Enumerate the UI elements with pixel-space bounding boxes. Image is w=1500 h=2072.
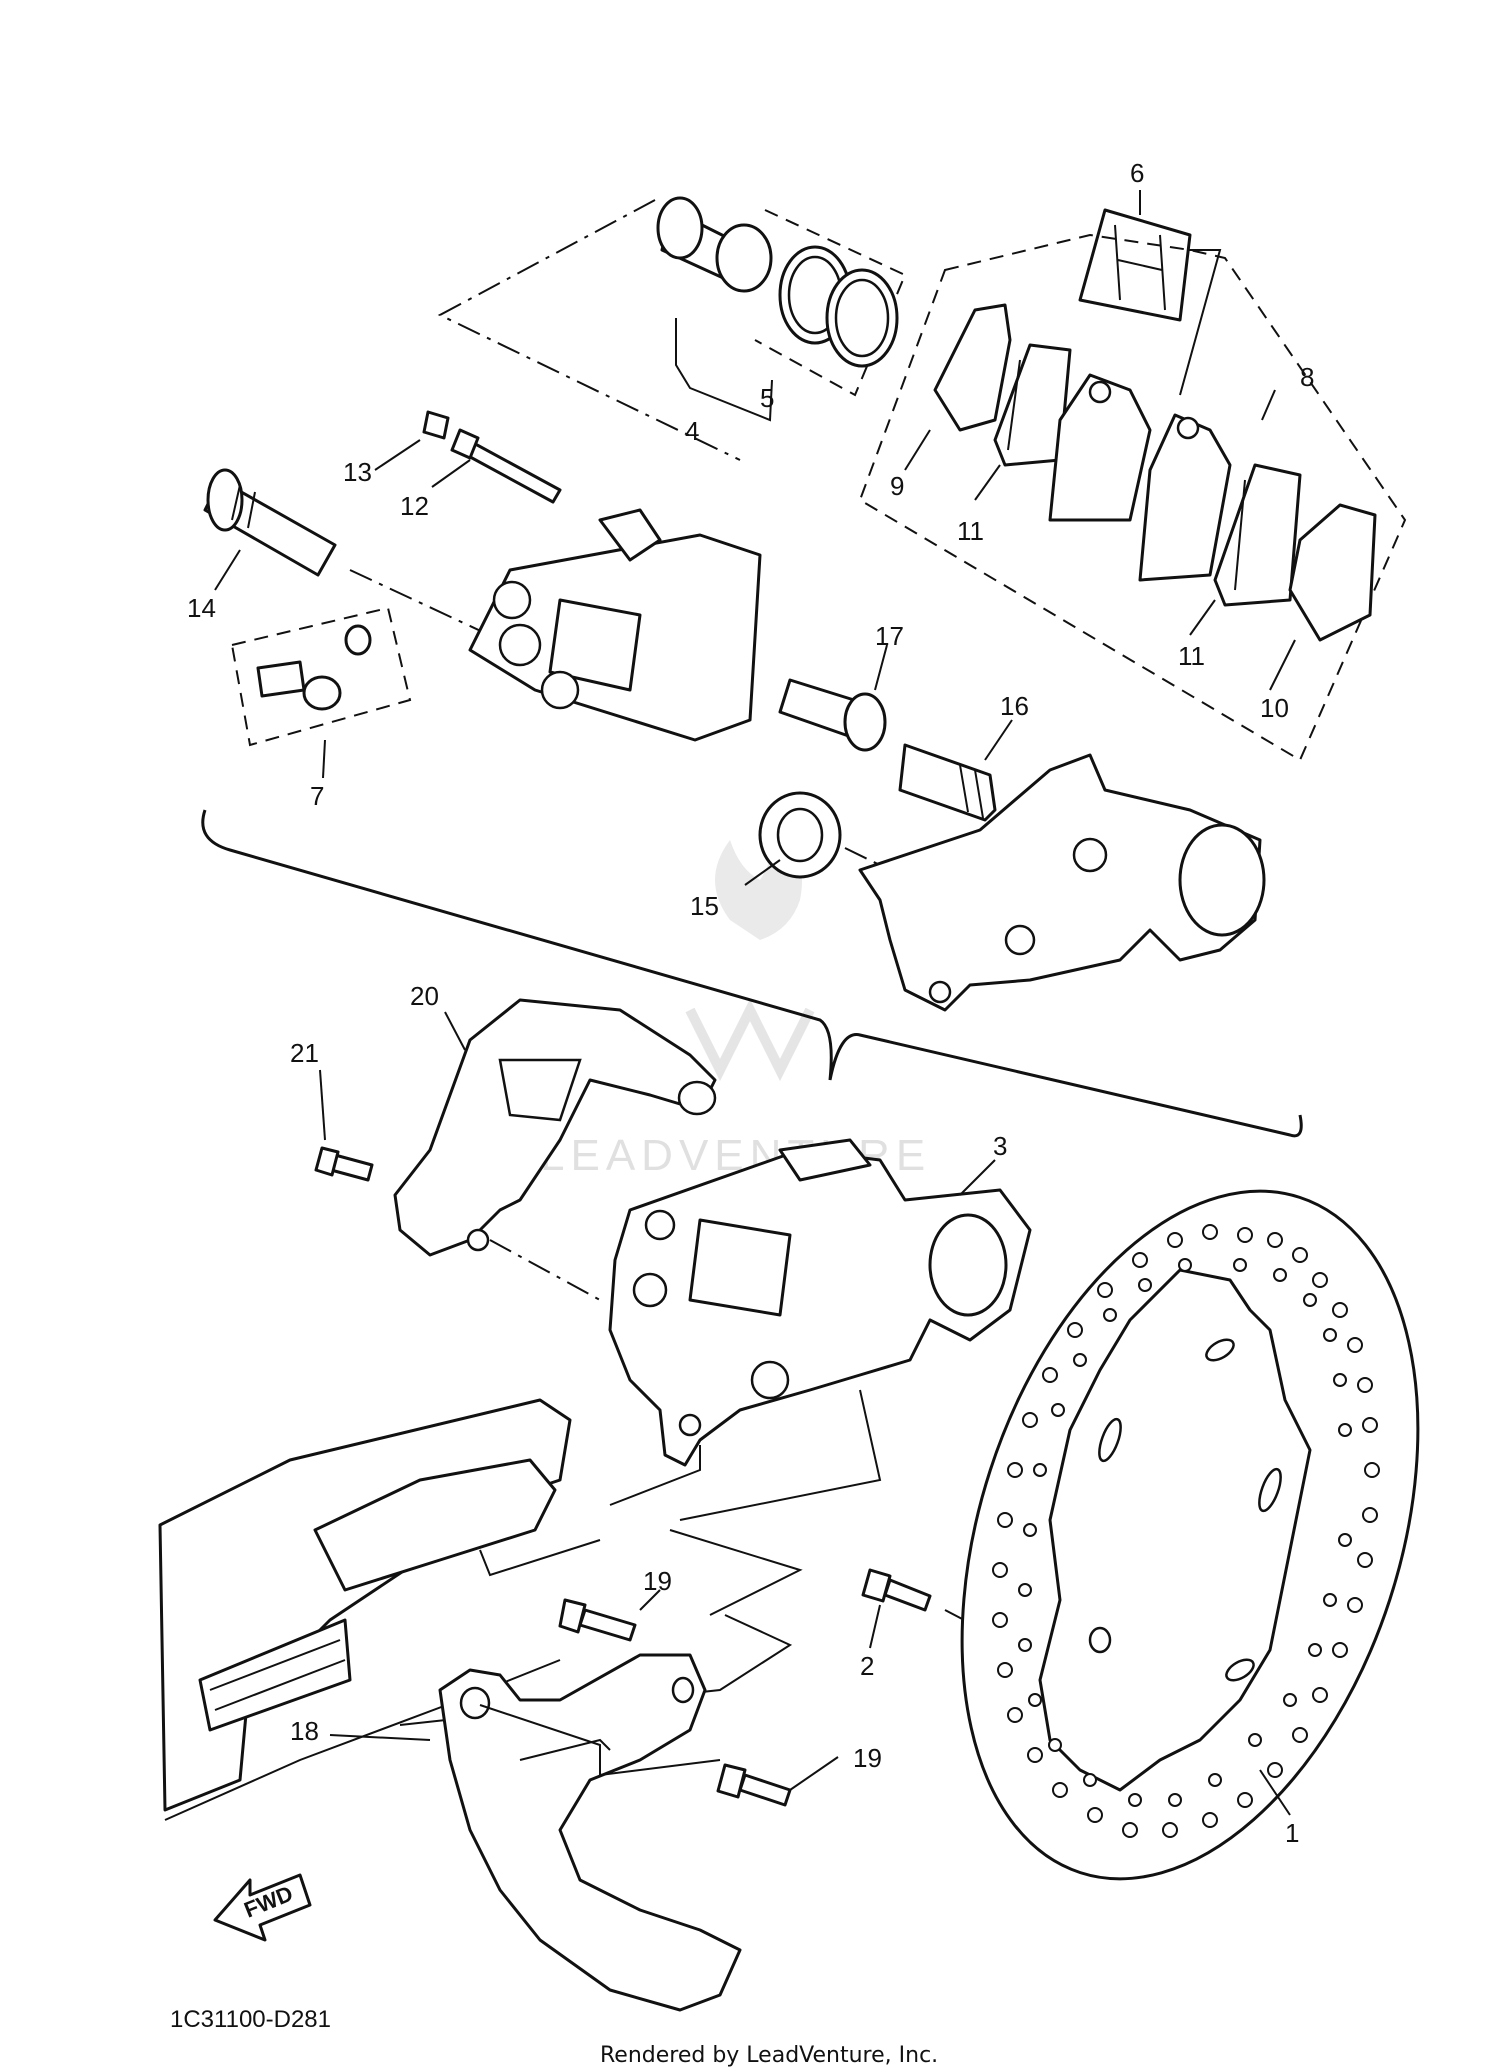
callout-7: 7: [310, 781, 324, 811]
callout-19b: 19: [853, 1743, 882, 1773]
rendered-by-footer: Rendered by LeadVenture, Inc.: [600, 2043, 938, 2068]
disc-bolt: [861, 1568, 932, 1612]
pad-shim-right: [1288, 503, 1377, 642]
callout-18: 18: [290, 1716, 319, 1746]
disc-guard-bolt-lower: [716, 1763, 792, 1807]
callout-5: 5: [760, 383, 774, 413]
caliper-guard-bracket: [393, 998, 717, 1257]
callout-11b: 11: [1178, 641, 1205, 671]
caliper-bracket-upper: [858, 753, 1266, 1012]
caliper-pin: [203, 468, 337, 577]
callout-19a: 19: [643, 1566, 672, 1596]
callout-15: 15: [690, 891, 719, 921]
part-callouts: 6 8 5 4 9 11 11 10 13 12 14 7 17 16 15 2…: [187, 158, 1314, 1848]
diagram-code: 1C31100-D281: [170, 2006, 331, 2033]
callout-12: 12: [400, 491, 429, 521]
callout-14: 14: [187, 593, 216, 623]
pad-backing-right: [1138, 413, 1232, 582]
caliper-piston: [656, 196, 773, 293]
callout-9: 9: [890, 471, 904, 501]
disc-guard: [438, 1653, 742, 2012]
brake-pad-left-1: [993, 343, 1072, 467]
caliper-bracket-bolt: [898, 743, 997, 822]
pad-spring: [1078, 208, 1192, 322]
callout-17: 17: [875, 621, 904, 651]
group-bracket: [201, 809, 1303, 1138]
swingarm: [158, 1398, 572, 1821]
bushing: [758, 791, 842, 879]
callout-10: 10: [1260, 693, 1289, 723]
caliper-assembly: [608, 1138, 1032, 1467]
caliper-body-upper: [468, 508, 762, 742]
leader-lines: [214, 190, 1296, 1816]
forward-arrow-icon: FWD: [213, 1873, 312, 1942]
bleed-cap: [422, 410, 450, 440]
collar: [778, 678, 887, 752]
callout-3: 3: [993, 1131, 1007, 1161]
disc-guard-bolt-upper: [558, 1598, 637, 1642]
callout-13: 13: [343, 457, 372, 487]
callout-11a: 11: [957, 516, 984, 546]
guard-bolt: [314, 1146, 374, 1182]
callout-8: 8: [1300, 362, 1314, 392]
callout-2: 2: [860, 1651, 874, 1681]
callout-20: 20: [410, 981, 439, 1011]
callout-6: 6: [1130, 158, 1144, 188]
piston-seal-kit: [754, 209, 907, 397]
bolt-union-kit: [230, 606, 412, 747]
pad-shim-left: [933, 303, 1012, 432]
callout-1: 1: [1285, 1818, 1299, 1848]
disc-vent-holes: [992, 1224, 1380, 1838]
brake-pad-right-1: [1213, 463, 1302, 607]
pad-backing-left: [1048, 373, 1152, 522]
bleed-screw: [450, 428, 562, 504]
callout-16: 16: [1000, 691, 1029, 721]
callout-4: 4: [685, 416, 699, 446]
callout-21: 21: [290, 1038, 319, 1068]
